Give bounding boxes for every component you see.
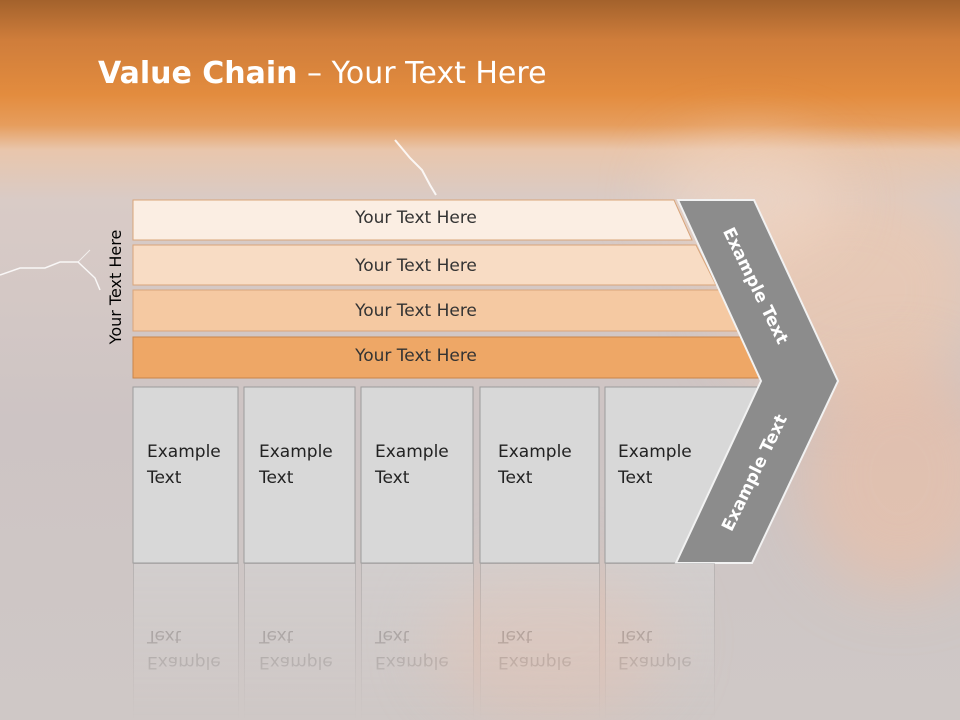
chevron-arrow <box>674 199 840 564</box>
activity-box-4 <box>479 386 600 564</box>
reflection-text: Example Text <box>147 623 247 675</box>
bar-label-3: Your Text Here <box>355 301 477 321</box>
box-line: Text <box>375 626 410 646</box>
reflection-text: Example Text <box>259 623 359 675</box>
title-rest: – Your Text Here <box>297 56 547 91</box>
box-line: Example <box>498 442 572 462</box>
reflection-text: Example Text <box>618 623 718 675</box>
box-line: Text <box>259 468 294 488</box>
box-line: Text <box>498 626 533 646</box>
box-line: Text <box>618 468 653 488</box>
bar-1 <box>132 199 693 241</box>
box-line: Text <box>147 626 182 646</box>
box-line: Text <box>618 626 653 646</box>
box-line: Example <box>259 442 333 462</box>
box-line: Example <box>259 652 333 672</box>
box-line: Text <box>375 468 410 488</box>
page-title: Value Chain – Your Text Here <box>98 52 547 96</box>
box-line: Example <box>375 652 449 672</box>
reflection-text: Example Text <box>498 623 598 675</box>
activity-box-2 <box>243 386 356 564</box>
box-line: Text <box>147 468 182 488</box>
box-line: Example <box>147 442 221 462</box>
bar-label-1: Your Text Here <box>355 208 477 228</box>
title-bold: Value Chain <box>98 56 298 91</box>
box-line: Example <box>375 442 449 462</box>
bar-label-2: Your Text Here <box>355 256 477 276</box>
bar-label-4: Your Text Here <box>355 346 477 366</box>
box-line: Example <box>618 442 692 462</box>
reflection-text: Example Text <box>375 623 475 675</box>
box-line: Text <box>498 468 533 488</box>
activity-box-1 <box>132 386 239 564</box>
activity-box-3 <box>360 386 474 564</box>
box-line: Example <box>147 652 221 672</box>
box-line: Example <box>618 652 692 672</box>
reflection: Example Text Example Text Example Text Exam… <box>0 563 960 720</box>
box-line: Text <box>259 626 294 646</box>
box-line: Example <box>498 652 572 672</box>
